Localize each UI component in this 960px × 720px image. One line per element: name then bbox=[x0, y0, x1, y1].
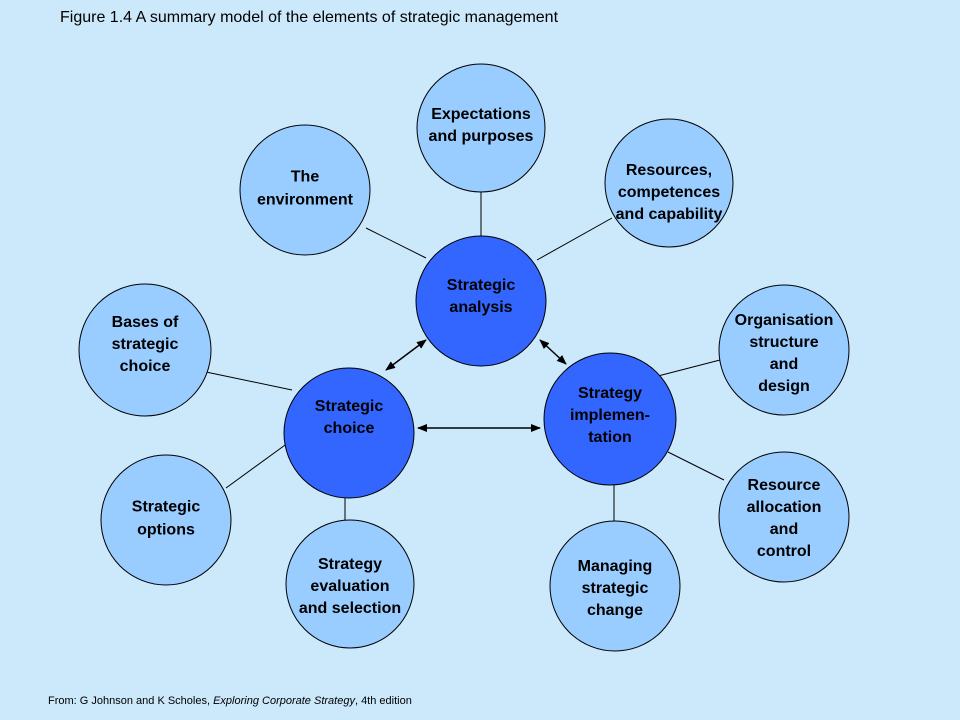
connector-resource-allocation bbox=[667, 451, 725, 481]
node-organisation-structure: Organisation structure and design bbox=[718, 284, 850, 416]
node-expectations-and-purposes-circle bbox=[416, 63, 546, 193]
arrow-analysis-implementation bbox=[539, 339, 567, 365]
node-resource-allocation-circle bbox=[718, 451, 850, 583]
node-strategic-analysis-label-line: analysis bbox=[449, 299, 512, 316]
node-resources-competences-label-line: competences bbox=[618, 184, 720, 201]
node-strategy-implementation-label-line: Strategy bbox=[578, 385, 642, 402]
node-bases-of-strategic-choice-label-line: strategic bbox=[112, 336, 179, 353]
node-strategy-implementation-label-line: implemen- bbox=[570, 407, 650, 424]
connector-resources bbox=[536, 217, 613, 261]
node-managing-strategic-change-label-line: Managing bbox=[578, 558, 653, 575]
node-strategic-analysis: Strategic analysis bbox=[415, 235, 547, 367]
node-strategic-analysis-label-line: Strategic bbox=[447, 277, 516, 294]
node-organisation-structure-label-line: structure bbox=[749, 334, 818, 351]
node-strategy-evaluation-label-line: and selection bbox=[299, 600, 401, 617]
node-strategy-implementation: Strategy implemen-tation bbox=[543, 352, 677, 486]
node-strategic-options-circle bbox=[100, 454, 232, 586]
node-organisation-structure-label-line: design bbox=[758, 378, 810, 395]
connector-bases bbox=[205, 371, 293, 391]
node-managing-strategic-change-label-line: change bbox=[587, 602, 643, 619]
node-strategy-implementation-label-line: tation bbox=[588, 429, 632, 446]
node-managing-strategic-change: Managing strategic change bbox=[549, 520, 681, 652]
node-organisation-structure-label-line: and bbox=[770, 356, 798, 373]
node-strategy-evaluation-label-line: Strategy bbox=[318, 556, 382, 573]
node-the-environment-label-line: The bbox=[291, 169, 320, 186]
node-the-environment-label-line: environment bbox=[257, 192, 354, 209]
node-strategy-evaluation: Strategy evaluation and selection bbox=[285, 519, 415, 649]
source-suffix: , 4th edition bbox=[354, 695, 412, 707]
arrow-choice-analysis bbox=[385, 339, 427, 371]
node-strategy-implementation-circle bbox=[543, 352, 677, 486]
node-resources-competences: Resources, competences and capability bbox=[604, 118, 734, 248]
figure-title: Figure 1.4 A summary model of the elemen… bbox=[60, 9, 559, 26]
node-organisation-structure-label-line: Organisation bbox=[735, 312, 834, 329]
node-organisation-structure-circle bbox=[718, 284, 850, 416]
node-resource-allocation-label-line: control bbox=[757, 543, 811, 560]
node-resource-allocation: Resource allocation and control bbox=[718, 451, 850, 583]
node-resource-allocation-label-line: Resource bbox=[748, 477, 821, 494]
node-strategy-evaluation-circle bbox=[285, 519, 415, 649]
bidirectional-arrows bbox=[385, 339, 567, 432]
node-strategic-options: Strategic options bbox=[100, 454, 232, 586]
node-strategic-analysis-circle bbox=[415, 235, 547, 367]
node-strategic-choice-label-line: Strategic bbox=[315, 398, 384, 415]
node-expectations-and-purposes: Expectations and purposes bbox=[416, 63, 546, 193]
connector-lines bbox=[205, 192, 725, 532]
node-strategic-choice-circle bbox=[283, 367, 415, 499]
source-citation: From: G Johnson and K Scholes, Exploring… bbox=[48, 695, 412, 707]
node-the-environment: The environment bbox=[239, 124, 371, 256]
node-managing-strategic-change-circle bbox=[549, 520, 681, 652]
source-prefix: From: G Johnson and K Scholes, bbox=[48, 695, 214, 707]
node-resources-competences-label-line: and capability bbox=[616, 206, 723, 223]
node-expectations-and-purposes-label-line: and purposes bbox=[429, 128, 534, 145]
node-resource-allocation-label-line: and bbox=[770, 521, 798, 538]
node-the-environment-circle bbox=[239, 124, 371, 256]
node-resource-allocation-label-line: allocation bbox=[747, 499, 822, 516]
node-resources-competences-circle bbox=[604, 118, 734, 248]
connector-environment bbox=[365, 227, 427, 259]
node-managing-strategic-change-label-line: strategic bbox=[582, 580, 649, 597]
node-strategic-choice-label-line: choice bbox=[324, 420, 375, 437]
node-bases-of-strategic-choice-circle bbox=[78, 283, 212, 417]
node-bases-of-strategic-choice: Bases of strategic choice bbox=[78, 283, 212, 417]
node-strategic-choice: Strategic choice bbox=[283, 367, 415, 499]
node-resources-competences-label-line: Resources, bbox=[626, 162, 712, 179]
node-bases-of-strategic-choice-label-line: choice bbox=[120, 358, 171, 375]
node-strategic-options-label-line: options bbox=[137, 522, 195, 539]
node-bases-of-strategic-choice-label-line: Bases of bbox=[112, 314, 179, 331]
node-expectations-and-purposes-label-line: Expectations bbox=[431, 106, 531, 123]
connector-organisation bbox=[657, 359, 721, 377]
source-book-title: Exploring Corporate Strategy bbox=[213, 695, 355, 707]
connector-options bbox=[225, 439, 293, 489]
node-strategic-options-label-line: Strategic bbox=[132, 499, 201, 516]
node-strategy-evaluation-label-line: evaluation bbox=[310, 578, 389, 595]
